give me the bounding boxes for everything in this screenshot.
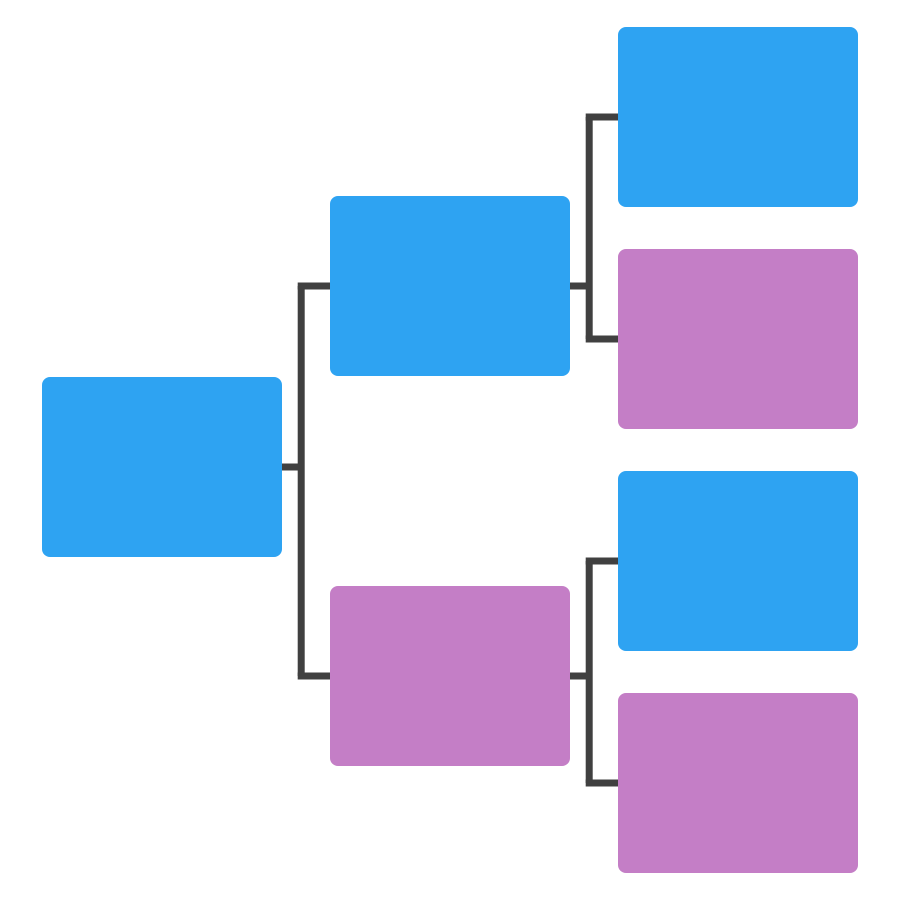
leaf-node-1[interactable] [618,27,858,207]
leaf-node-4[interactable] [618,693,858,873]
branch-node-lower[interactable] [330,586,570,766]
branch-node-upper[interactable] [330,196,570,376]
root-node[interactable] [42,377,282,557]
leaf-node-3[interactable] [618,471,858,651]
leaf-node-2[interactable] [618,249,858,429]
